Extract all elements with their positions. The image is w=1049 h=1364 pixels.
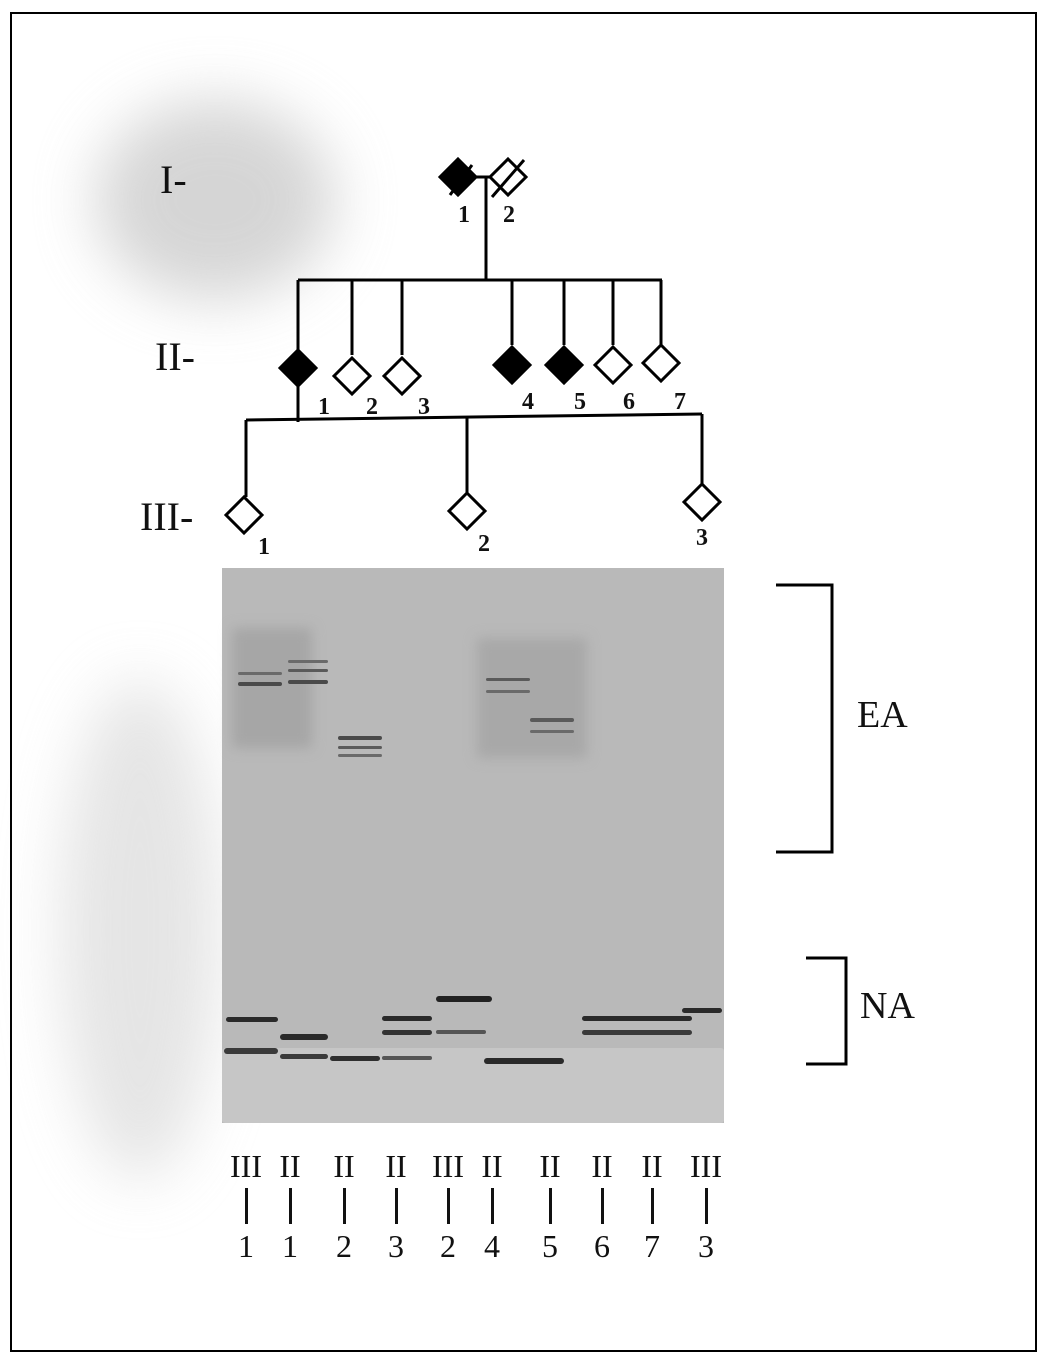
lane-generation: III bbox=[426, 1150, 470, 1182]
na-band bbox=[280, 1034, 328, 1040]
lane-individual: 3 bbox=[374, 1230, 418, 1262]
lane-label-3: II 2 bbox=[322, 1150, 366, 1262]
lane-connector bbox=[651, 1188, 654, 1224]
lane-connector bbox=[549, 1188, 552, 1224]
na-band bbox=[582, 1016, 692, 1021]
lane-connector bbox=[601, 1188, 604, 1224]
ea-band bbox=[338, 736, 382, 740]
lane-individual: 4 bbox=[470, 1230, 514, 1262]
lane-label-10: III 3 bbox=[684, 1150, 728, 1262]
gel-bottom-edge bbox=[222, 1048, 724, 1123]
ea-band bbox=[530, 718, 574, 722]
lane-generation: III bbox=[224, 1150, 268, 1182]
ea-band bbox=[486, 678, 530, 681]
individual-II-1-symbol bbox=[280, 350, 316, 386]
individual-III-1-symbol bbox=[226, 497, 262, 533]
na-band bbox=[682, 1008, 722, 1013]
individual-II-4-symbol bbox=[494, 347, 530, 383]
individual-III-1-label: 1 bbox=[258, 535, 270, 559]
na-band bbox=[226, 1017, 278, 1022]
lane-generation: II bbox=[470, 1150, 514, 1182]
lane-connector bbox=[447, 1188, 450, 1224]
ea-band bbox=[288, 680, 328, 684]
lane-individual: 6 bbox=[580, 1230, 624, 1262]
gel-smear bbox=[232, 628, 312, 748]
na-band bbox=[330, 1056, 380, 1061]
individual-II-6-symbol bbox=[595, 347, 631, 383]
na-band bbox=[382, 1016, 432, 1021]
individual-II-7-symbol bbox=[643, 345, 679, 381]
lane-connector bbox=[343, 1188, 346, 1224]
individual-II-6-label: 6 bbox=[623, 390, 635, 414]
na-band bbox=[582, 1030, 692, 1035]
na-band bbox=[436, 996, 492, 1002]
lane-individual: 2 bbox=[322, 1230, 366, 1262]
lane-generation: II bbox=[580, 1150, 624, 1182]
na-band bbox=[436, 1030, 486, 1034]
individual-II-5-symbol bbox=[546, 347, 582, 383]
ea-band bbox=[338, 746, 382, 749]
lane-label-2: II 1 bbox=[268, 1150, 312, 1262]
lane-label-7: II 5 bbox=[528, 1150, 572, 1262]
lane-label-6: II 4 bbox=[470, 1150, 514, 1262]
individual-II-3-label: 3 bbox=[418, 395, 430, 419]
gel-smear bbox=[477, 638, 587, 758]
individual-III-3-label: 3 bbox=[696, 526, 708, 550]
lane-generation: II bbox=[322, 1150, 366, 1182]
ea-label: EA bbox=[857, 696, 908, 734]
lane-connector bbox=[705, 1188, 708, 1224]
na-bracket bbox=[806, 958, 846, 1064]
lane-connector bbox=[289, 1188, 292, 1224]
lane-generation: II bbox=[268, 1150, 312, 1182]
ea-band bbox=[288, 669, 328, 672]
lane-individual: 1 bbox=[268, 1230, 312, 1262]
lane-label-8: II 6 bbox=[580, 1150, 624, 1262]
lane-individual: 1 bbox=[224, 1230, 268, 1262]
lane-connector bbox=[395, 1188, 398, 1224]
individual-I-1-label: 1 bbox=[458, 203, 470, 227]
ea-band bbox=[530, 730, 574, 733]
lane-label-1: III 1 bbox=[224, 1150, 268, 1262]
na-band bbox=[280, 1054, 328, 1059]
ea-band bbox=[238, 682, 282, 686]
lane-generation: II bbox=[630, 1150, 674, 1182]
na-band bbox=[484, 1058, 564, 1064]
na-band bbox=[382, 1056, 432, 1060]
lane-generation: II bbox=[528, 1150, 572, 1182]
lane-individual: 2 bbox=[426, 1230, 470, 1262]
lane-connector bbox=[245, 1188, 248, 1224]
individual-II-2-label: 2 bbox=[366, 395, 378, 419]
ea-band bbox=[338, 754, 382, 757]
ea-band bbox=[288, 660, 328, 663]
individual-I-2-label: 2 bbox=[503, 203, 515, 227]
lane-label-4: II 3 bbox=[374, 1150, 418, 1262]
individual-III-2-label: 2 bbox=[478, 532, 490, 556]
na-label: NA bbox=[860, 987, 915, 1025]
lane-generation: III bbox=[684, 1150, 728, 1182]
individual-II-5-label: 5 bbox=[574, 390, 586, 414]
individual-II-3-symbol bbox=[384, 358, 420, 394]
na-band bbox=[382, 1030, 432, 1035]
lane-connector bbox=[491, 1188, 494, 1224]
lane-individual: 5 bbox=[528, 1230, 572, 1262]
lane-individual: 7 bbox=[630, 1230, 674, 1262]
individual-II-7-label: 7 bbox=[674, 390, 686, 414]
ea-band bbox=[486, 690, 530, 693]
lane-label-9: II 7 bbox=[630, 1150, 674, 1262]
gel-image bbox=[222, 568, 724, 1123]
individual-III-3-symbol bbox=[684, 484, 720, 520]
individual-II-4-label: 4 bbox=[522, 390, 534, 414]
individual-III-2-symbol bbox=[449, 493, 485, 529]
lane-generation: II bbox=[374, 1150, 418, 1182]
ea-bracket bbox=[776, 585, 832, 852]
lane-individual: 3 bbox=[684, 1230, 728, 1262]
na-band bbox=[224, 1048, 278, 1054]
lane-label-5: III 2 bbox=[426, 1150, 470, 1262]
ea-band bbox=[238, 672, 282, 675]
individual-II-2-symbol bbox=[334, 358, 370, 394]
individual-II-1-label: 1 bbox=[318, 395, 330, 419]
